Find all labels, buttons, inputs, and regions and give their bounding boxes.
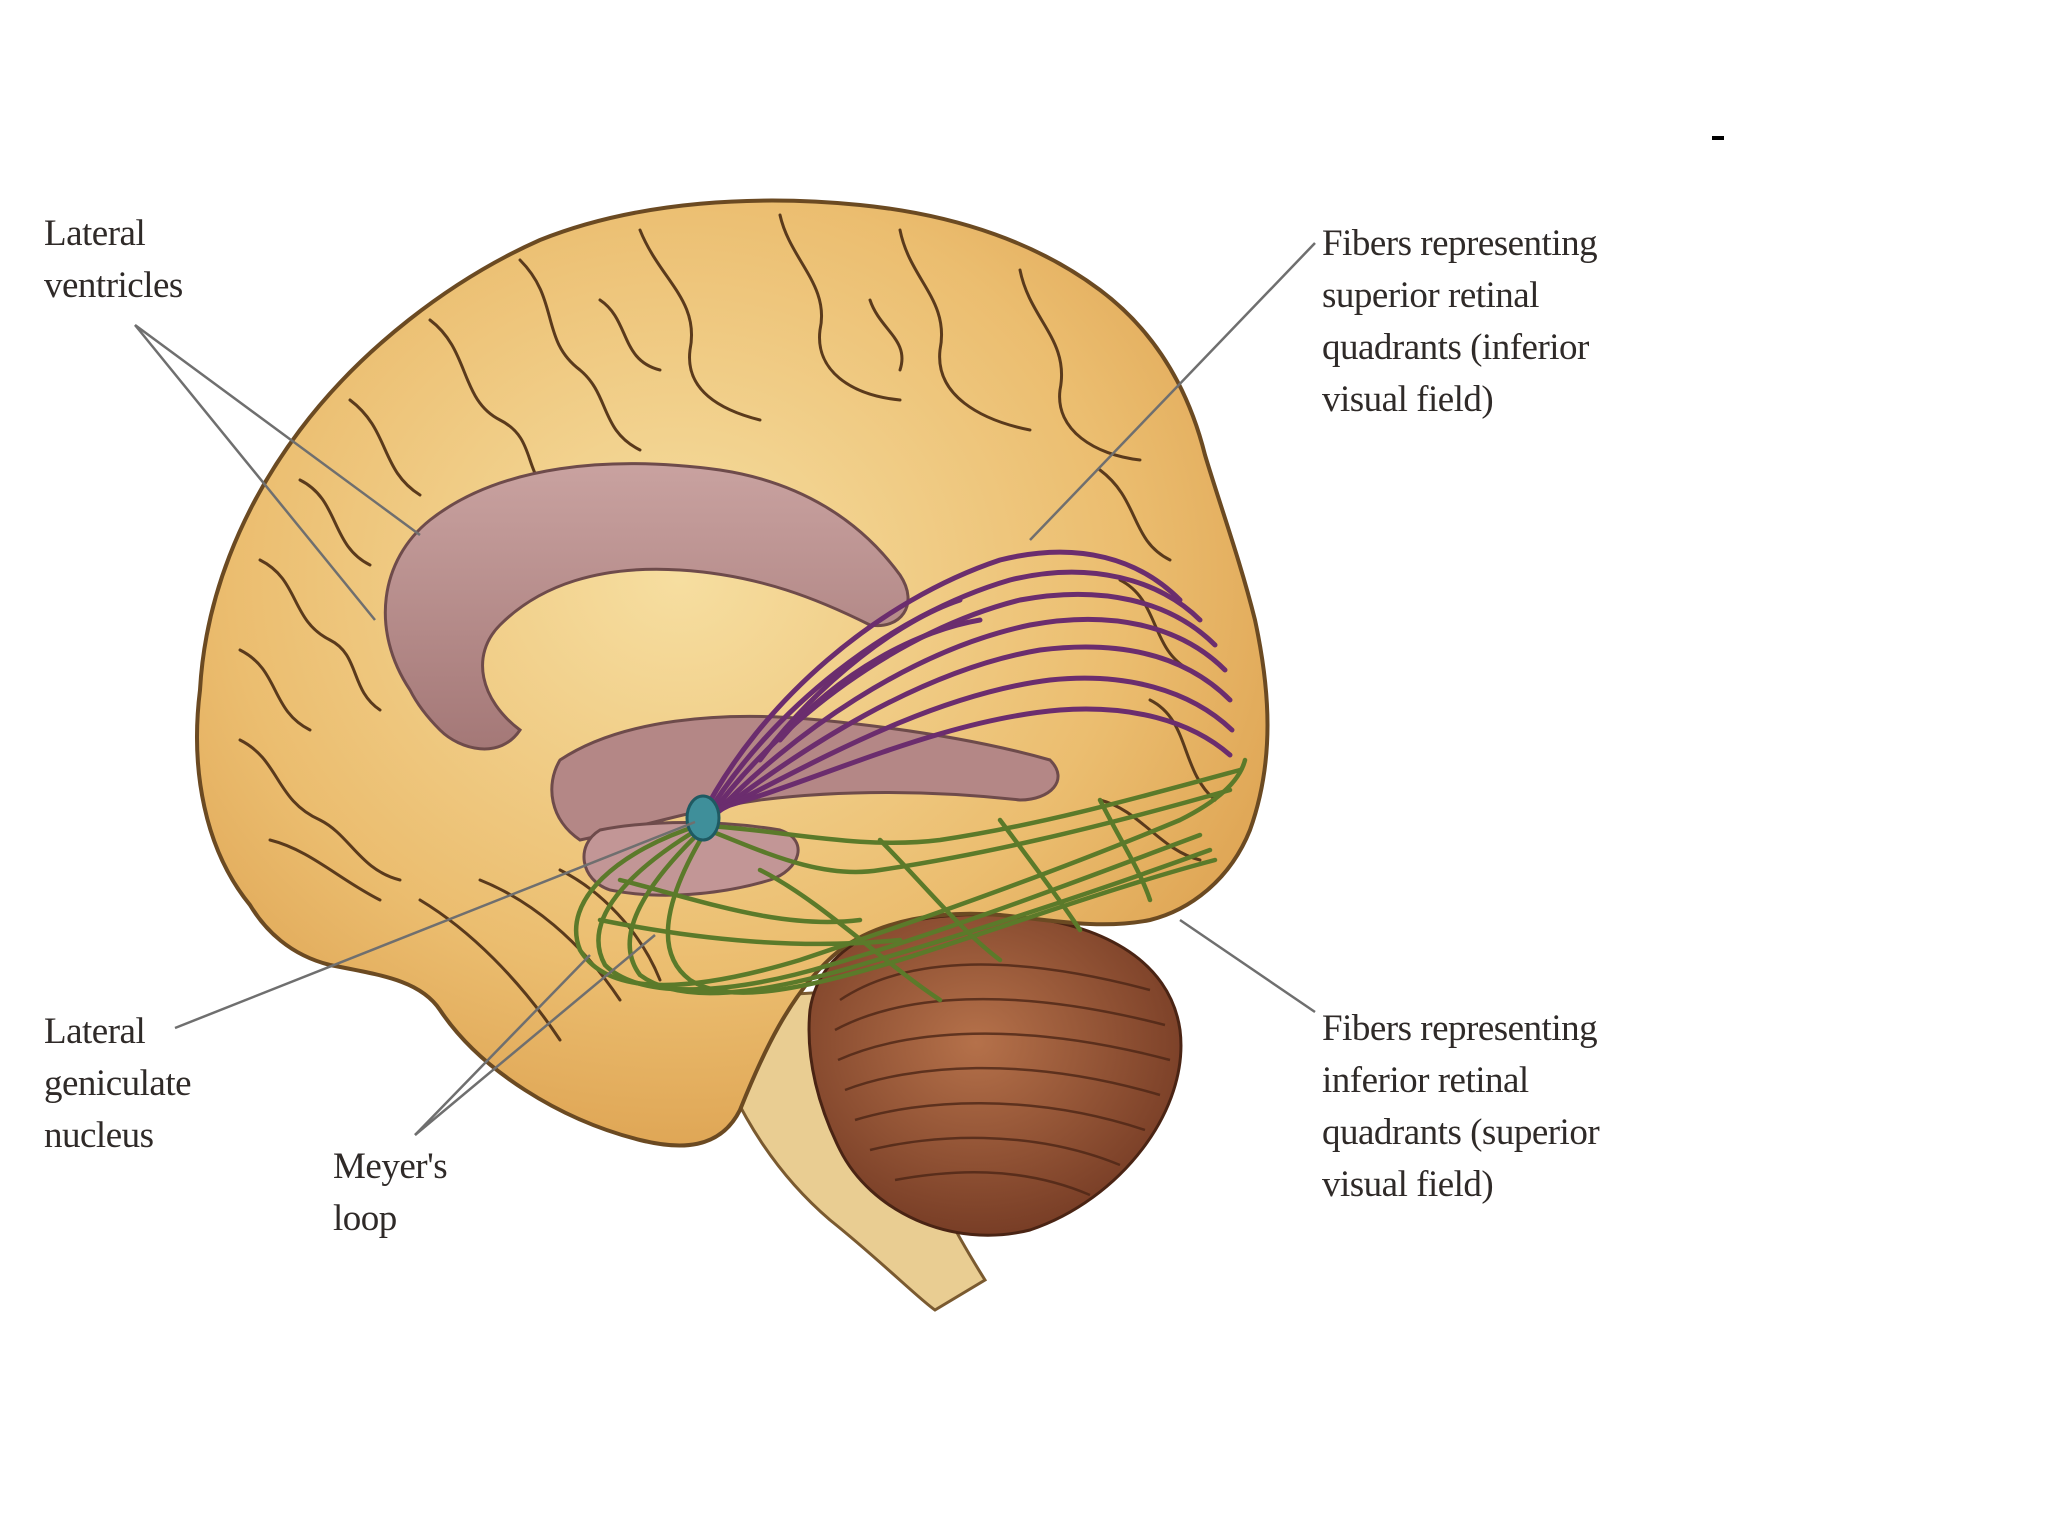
lateral-geniculate-nucleus (687, 796, 719, 840)
label-lateral-ventricles: Lateral ventricles (44, 208, 183, 312)
stray-mark (1712, 136, 1724, 140)
label-inferior-retinal-fibers: Fibers representing inferior retinal qua… (1322, 1003, 1599, 1211)
label-lateral-geniculate-nucleus: Lateral geniculate nucleus (44, 1006, 191, 1162)
label-meyers-loop: Meyer's loop (333, 1141, 447, 1245)
leader-inferior-fibers (1180, 920, 1315, 1012)
label-superior-retinal-fibers: Fibers representing superior retinal qua… (1322, 218, 1597, 426)
